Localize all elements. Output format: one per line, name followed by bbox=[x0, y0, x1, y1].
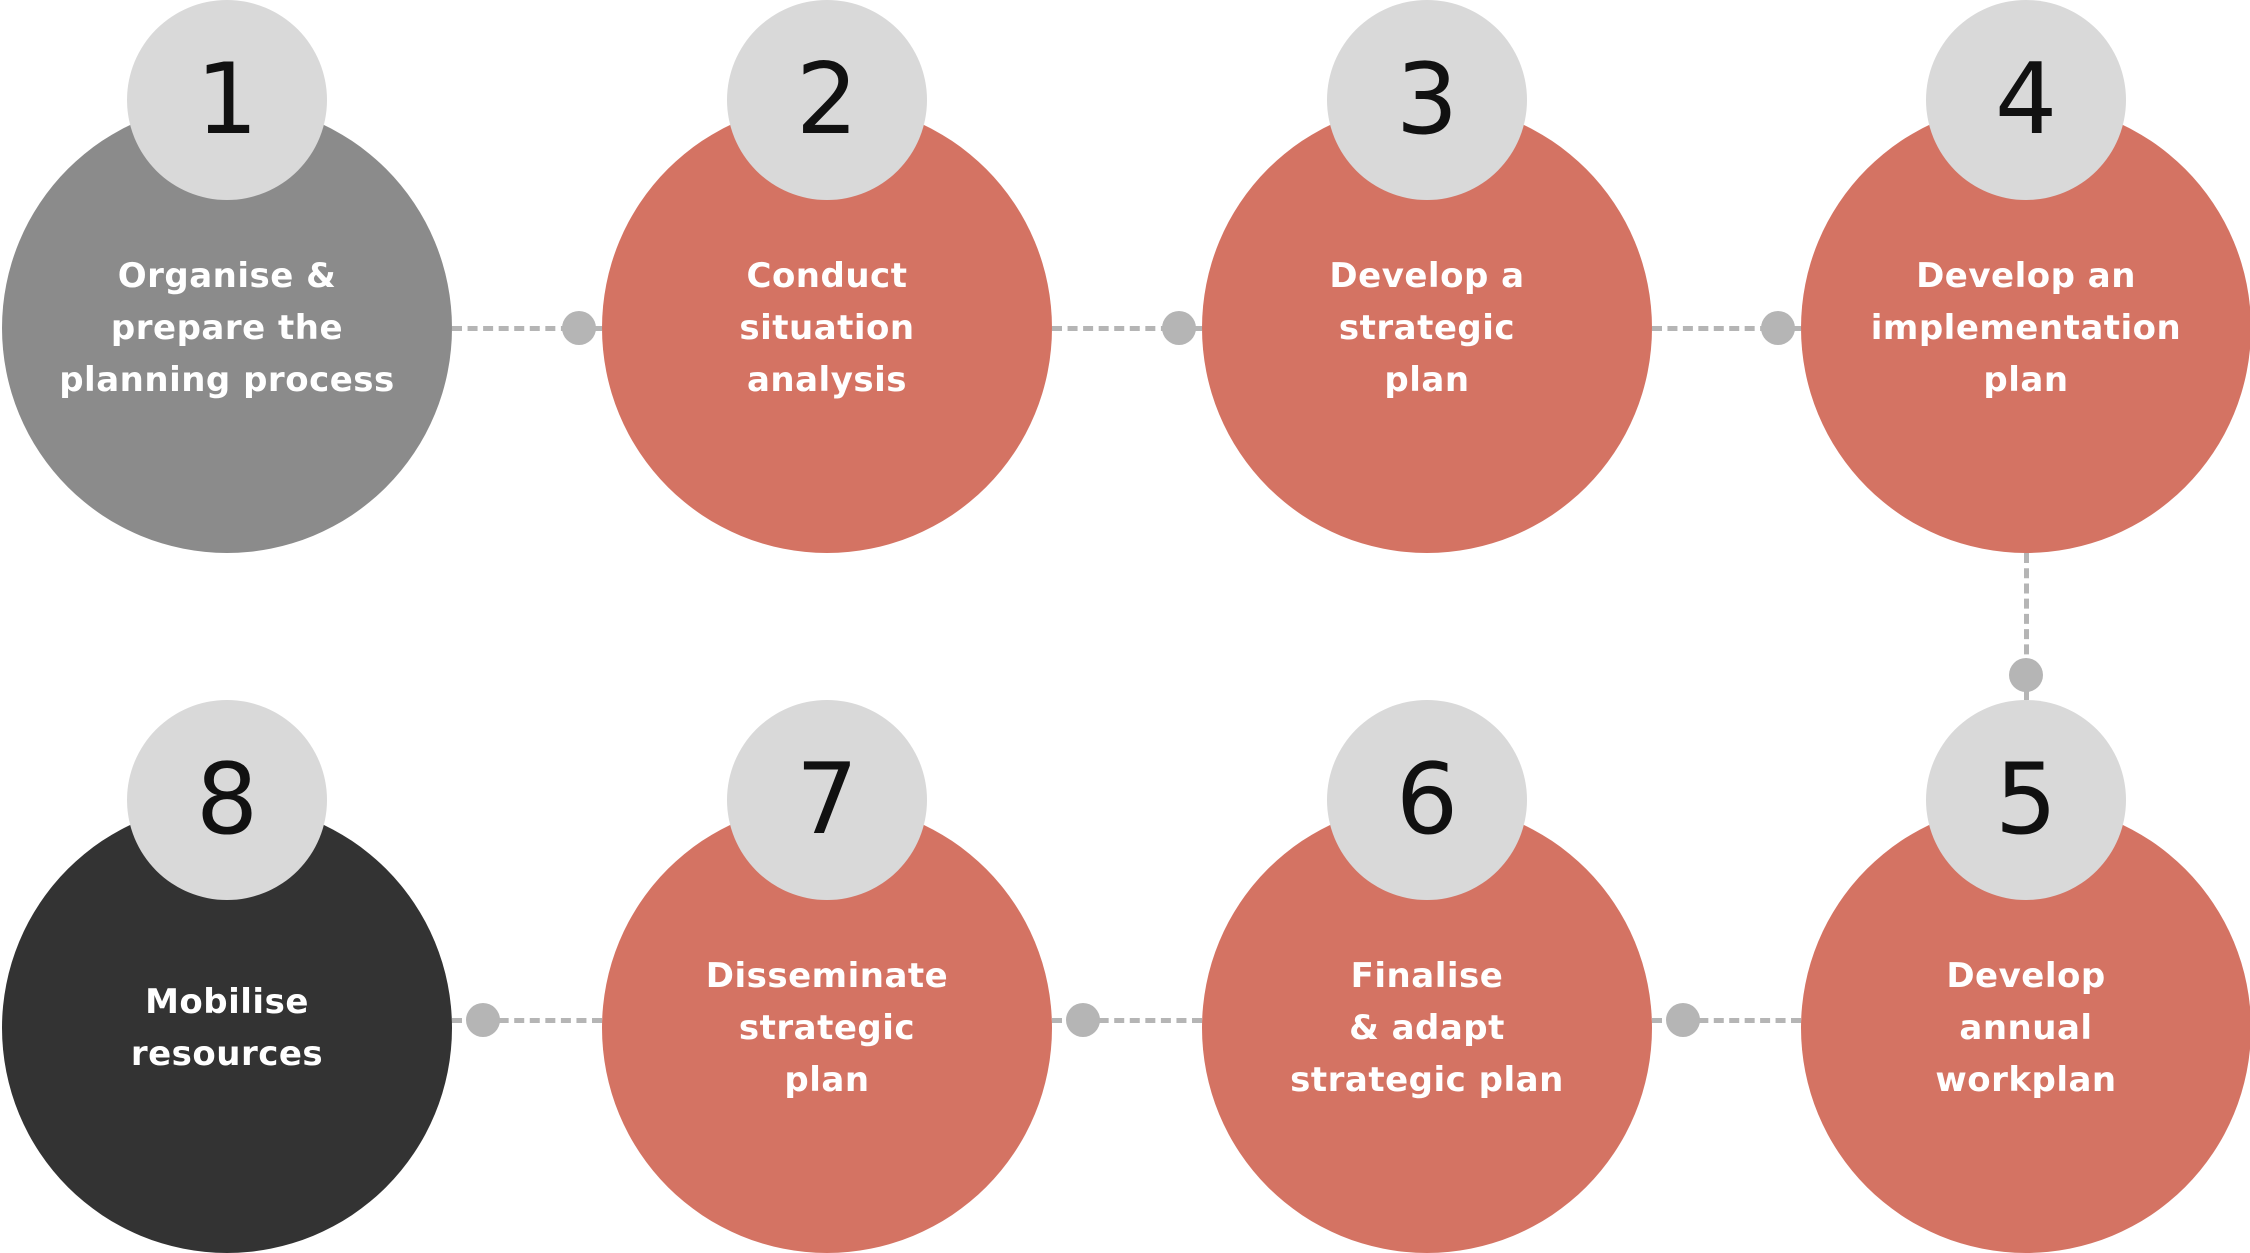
connector-dot bbox=[1066, 1003, 1100, 1037]
step-3-number-badge: 3 bbox=[1327, 0, 1527, 200]
step-1-label: Organise & prepare the planning process bbox=[59, 256, 395, 400]
connector-dot bbox=[1666, 1003, 1700, 1037]
connector-line bbox=[1652, 326, 1801, 331]
connector-line bbox=[452, 1018, 602, 1023]
step-2-number: 2 bbox=[795, 43, 859, 157]
step-6-label: Finalise & adapt strategic plan bbox=[1290, 956, 1564, 1100]
step-4-circle: Develop an implementation plan bbox=[1801, 103, 2250, 553]
step-5-number-badge: 5 bbox=[1926, 700, 2126, 900]
connector-dot bbox=[562, 311, 596, 345]
connector-dot bbox=[2009, 658, 2043, 692]
step-4-number-badge: 4 bbox=[1926, 0, 2126, 200]
step-6-number: 6 bbox=[1395, 743, 1459, 857]
step-5-label: Develop annual workplan bbox=[1935, 956, 2117, 1100]
step-7-number-badge: 7 bbox=[727, 700, 927, 900]
step-2-label: Conduct situation analysis bbox=[739, 256, 915, 400]
step-3-number: 3 bbox=[1395, 43, 1459, 157]
step-2-number-badge: 2 bbox=[727, 0, 927, 200]
step-5-number: 5 bbox=[1994, 743, 2058, 857]
step-7-label: Disseminate strategic plan bbox=[705, 956, 949, 1100]
step-1-number: 1 bbox=[195, 43, 259, 157]
step-8-label: Mobilise resources bbox=[130, 982, 324, 1074]
connector-line bbox=[2024, 553, 2029, 700]
step-4-label: Develop an implementation plan bbox=[1870, 256, 2182, 400]
step-4-number: 4 bbox=[1994, 43, 2058, 157]
connector-line bbox=[1052, 326, 1202, 331]
step-1-circle: Organise & prepare the planning process bbox=[2, 103, 452, 553]
connector-line bbox=[1652, 1018, 1801, 1023]
step-8-number: 8 bbox=[195, 743, 259, 857]
step-6-number-badge: 6 bbox=[1327, 700, 1527, 900]
connector-dot bbox=[1761, 311, 1795, 345]
step-3-label: Develop a strategic plan bbox=[1329, 256, 1525, 400]
connector-dot bbox=[466, 1003, 500, 1037]
connector-dot bbox=[1162, 311, 1196, 345]
connector-line bbox=[452, 326, 602, 331]
connector-line bbox=[1052, 1018, 1202, 1023]
step-8-number-badge: 8 bbox=[127, 700, 327, 900]
step-1-number-badge: 1 bbox=[127, 0, 327, 200]
step-7-number: 7 bbox=[795, 743, 859, 857]
